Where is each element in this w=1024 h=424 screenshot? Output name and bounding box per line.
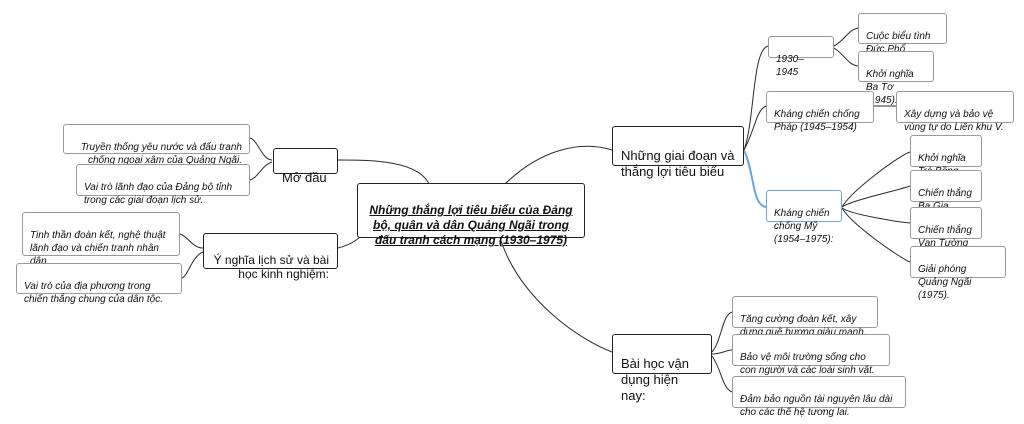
leaf-text: Khởi nghĩa Ba Tơ (1945). <box>866 69 914 106</box>
branch-bai-hoc[interactable]: Bài học vận dụng hiện nay: <box>612 334 712 403</box>
leaf-text: Tăng cường đoàn kết, xây dựng quê hương … <box>740 314 867 338</box>
leaf-vai-tro-lanh-dao[interactable]: Vai trò lãnh đạo của Đảng bộ tỉnh trong … <box>76 164 250 206</box>
period-label: 1930–1945 <box>776 54 804 78</box>
leaf-ba-gia[interactable]: Chiến thắng Ba Gia (1965). <box>910 170 982 225</box>
leaf-van-tuong[interactable]: Chiến thắng Vạn Tường (1965). <box>910 207 982 262</box>
leaf-text: Vai trò lãnh đạo của Đảng bộ tỉnh trong … <box>84 182 233 206</box>
leaf-duc-pho[interactable]: Cuộc biểu tình Đức Phổ (1930). <box>858 13 947 68</box>
period-chong-phap[interactable]: Kháng chiến chống Pháp (1945–1954) <box>766 91 874 133</box>
branch-mo-dau[interactable]: Mở đầu <box>273 148 338 185</box>
leaf-lien-khu-v[interactable]: Xây dựng và bảo vệ vùng tự do Liên khu V… <box>896 91 1014 133</box>
leaf-text: Vai trò của địa phương trong chiến thắng… <box>24 281 163 305</box>
period-1930-1945[interactable]: 1930–1945 <box>768 36 834 78</box>
leaf-text: Đảm bảo nguồn tài nguyên lâu dài cho các… <box>740 394 893 418</box>
leaf-vai-tro-dia-phuong[interactable]: Vai trò của địa phương trong chiến thắng… <box>16 263 182 305</box>
central-topic[interactable]: Những thắng lợi tiêu biểu của Đảng bộ, q… <box>357 183 585 247</box>
period-label: Kháng chiến chống Pháp (1945–1954) <box>774 109 860 133</box>
branch-y-nghia[interactable]: Ý nghĩa lịch sử và bài học kinh nghiệm: <box>203 233 338 281</box>
leaf-text: Bảo vệ môi trường sống cho con người và … <box>740 352 875 376</box>
branch-giai-doan[interactable]: Những giai đoạn và thắng lợi tiêu biểu <box>612 126 744 179</box>
leaf-tinh-than-doan-ket[interactable]: Tinh thần đoàn kết, nghệ thuật lãnh đạo … <box>22 212 180 267</box>
leaf-tang-cuong-doan-ket[interactable]: Tăng cường đoàn kết, xây dựng quê hương … <box>732 296 878 338</box>
central-topic-label: Những thắng lợi tiêu biểu của Đảng bộ, q… <box>369 203 573 247</box>
branch-giai-doan-label: Những giai đoạn và thắng lợi tiêu biểu <box>621 148 735 179</box>
period-chong-my[interactable]: Kháng chiến chống Mỹ (1954–1975): <box>766 190 842 245</box>
branch-y-nghia-label: Ý nghĩa lịch sử và bài học kinh nghiệm: <box>213 253 329 281</box>
leaf-ba-to[interactable]: Khởi nghĩa Ba Tơ (1945). <box>858 51 934 106</box>
branch-bai-hoc-label: Bài học vận dụng hiện nay: <box>621 356 689 403</box>
leaf-text: Tinh thần đoàn kết, nghệ thuật lãnh đạo … <box>30 230 166 267</box>
branch-mo-dau-label: Mở đầu <box>282 170 327 185</box>
leaf-tai-nguyen[interactable]: Đảm bảo nguồn tài nguyên lâu dài cho các… <box>732 376 906 418</box>
period-label: Kháng chiến chống Mỹ (1954–1975): <box>774 208 834 245</box>
leaf-giai-phong[interactable]: Giải phóng Quảng Ngãi (1975). <box>910 246 1006 301</box>
leaf-tra-bong[interactable]: Khởi nghĩa Trà Bồng (1959). <box>910 135 982 190</box>
leaf-truyen-thong[interactable]: Truyền thống yêu nước và đấu tranh chống… <box>63 124 250 166</box>
leaf-text: Xây dựng và bảo vệ vùng tự do Liên khu V… <box>904 109 1004 133</box>
leaf-bao-ve-moi-truong[interactable]: Bảo vệ môi trường sống cho con người và … <box>732 334 890 376</box>
leaf-text: Giải phóng Quảng Ngãi (1975). <box>918 264 972 301</box>
leaf-text: Truyền thống yêu nước và đấu tranh chống… <box>80 142 242 166</box>
